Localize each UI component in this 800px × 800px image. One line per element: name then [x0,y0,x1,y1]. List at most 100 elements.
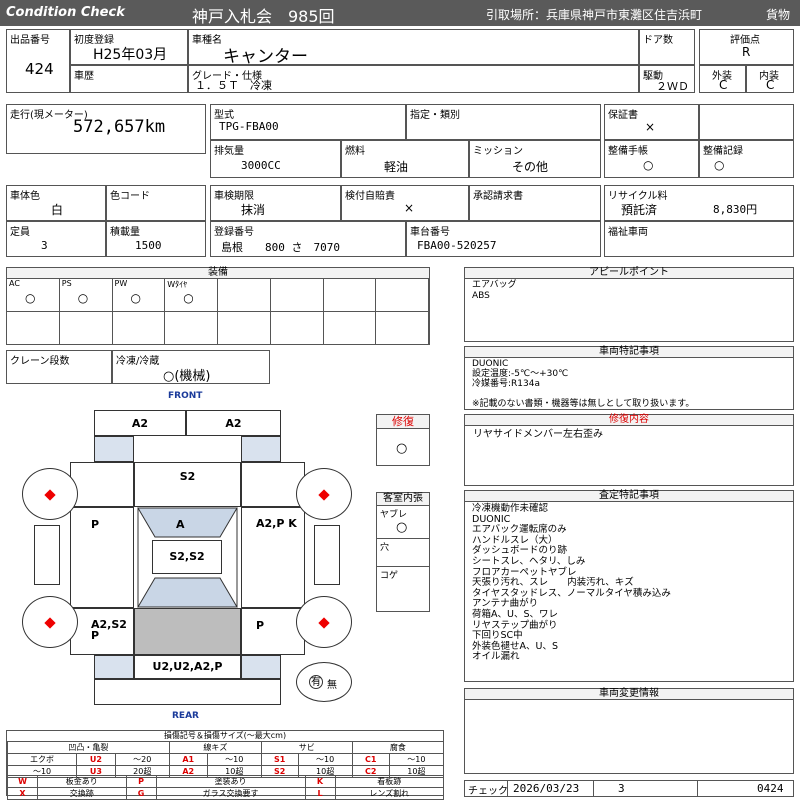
equipment-cell: Wﾀｲﾔ○ [165,279,218,312]
equipment-label: AC [9,279,20,288]
equipment-cell [218,279,271,312]
equipment-cell [112,312,166,345]
assessment-line: 下回りSC中 [472,630,523,642]
first-reg-box: 初度登録 H25年03月 [70,29,188,65]
equipment-cell: PS ○ [59,279,113,312]
color-code-label: 色コード [110,191,150,202]
fridge-value: ○(機械) [163,369,211,384]
mileage-box: 走行(現メーター) 572,657km [6,104,206,154]
chassis-label: 車台番号 [410,227,450,238]
legend-cell: ～10 [206,753,262,766]
repair-label: 修復 [377,415,429,429]
legend-group: 腐食 [351,741,445,754]
tire-marker-rr [318,617,330,629]
check-divider-3 [697,781,698,796]
legend-cell: U2 [76,753,116,766]
fuel-label: 燃料 [345,146,365,157]
spare-tire-circle: 有 無 [296,662,352,702]
damage-a2-right: A2 [225,417,242,430]
equipment-value: ○ [77,291,89,305]
damage-p-left: P [91,518,100,531]
grade-box: グレード・仕様 １．５Ｔ 冷凍 [188,65,639,93]
equipment-label: PS [61,279,72,288]
first-reg-label: 初度登録 [74,35,114,46]
tire-marker-rl [44,617,56,629]
change-panel: 車両変更情報 [464,688,794,774]
mission-label: ミッション [473,146,523,157]
legend-group: 凹凸・亀裂 [7,741,170,754]
inspection-value: 抹消 [241,203,266,217]
legend-cell: エクボ [6,753,78,766]
car-name: キャンター [223,47,308,67]
damage-p-right: P [256,619,265,632]
equipment-label: PW [114,279,128,288]
center-panel: S2,S2 [152,540,222,574]
legend-cell: ～10 [388,753,445,766]
registration-box: 登録番号 島根 800 さ 7070 [210,221,406,257]
change-title: 車両変更情報 [465,689,793,700]
color-box: 車体色 白 [6,185,106,221]
manual-box: 整備手帳 ○ [604,140,699,178]
damage-a-center: A [176,518,185,531]
equipment-cell [165,312,218,345]
manual-value: ○ [643,158,654,172]
equipment-cell: PW○ [112,279,166,312]
displacement-label: 排気量 [214,146,244,157]
assessment-line: 荷箱A、U、S、ワレ [472,608,558,620]
legend-code-cell: P [125,775,157,788]
inspection-box: 車検期限 抹消 [210,185,341,221]
cabin-yabure-value: ○ [396,520,408,535]
equipment-panel: 装備 AC○PS○PW○Wﾀｲﾔ○ [6,267,430,345]
front-label: FRONT [168,391,203,401]
capacity-value: 3 [41,239,48,252]
color-code-box: 色コード [106,185,206,221]
legend-cell: C1 [351,753,390,766]
rear-bumper [94,679,281,705]
equipment-cell [323,312,377,345]
approval-label: 承認請求書 [473,191,523,202]
car-name-box: 車種名 キャンター [188,29,639,67]
special-note-line: ※記載のない書類・機器等は無しとして取り扱います。 [472,399,695,409]
damage-u2: U2,U2,A2,P [152,660,223,673]
repair-content: リヤサイドメンバー左右歪み [473,429,603,440]
equipment-cell [218,312,271,345]
legend-code-cell: X [7,787,38,800]
warranty-value: × [645,120,656,134]
check-date: 2026/03/23 [513,782,580,795]
front-bumper-left: A2 [94,410,186,436]
repair-content-panel: 修復内容 リヤサイドメンバー左右歪み [464,414,794,486]
fridge-box: 冷凍/冷蔵 ○(機械) [112,350,270,384]
legend-cell: S1 [260,753,299,766]
rear-left-fender [94,655,134,679]
mileage-label: 走行(現メーター) [10,110,88,121]
grade-label: グレード・仕様 [192,71,262,82]
auction-title: 神戸入札会 985回 [192,7,335,26]
front-left-fender [94,436,134,462]
legend-code-cell: W [7,775,38,788]
model-label: 型式 [214,110,234,121]
capacity-label: 定員 [10,227,30,238]
cabin-yabure-label: ヤブレ [380,510,408,520]
recycle-status: 預託済 [621,203,658,217]
legend-group: 線キズ [168,741,262,754]
legend-code-cell: L [304,787,336,800]
legend-code-cell: 塗装あり [155,775,306,788]
inspection-label: 車検期限 [214,191,254,202]
special-note-line: DUONIC [472,359,509,369]
equipment-value: ○ [25,291,36,305]
tire-marker-fr [318,489,330,501]
repair-box: 修復 ○ [376,414,430,466]
load-box: 積載量 1500 [106,221,206,257]
assessment-title: 査定特記事項 [465,491,793,502]
welfare-label: 福祉車両 [608,227,648,238]
header-brand: Condition Check [6,5,125,20]
interior-grade: C [766,78,775,92]
check-divider-2 [593,781,594,796]
displacement-box: 排気量 3000CC [210,140,341,178]
legend-code-cell: ガラス交換要す [155,787,306,800]
